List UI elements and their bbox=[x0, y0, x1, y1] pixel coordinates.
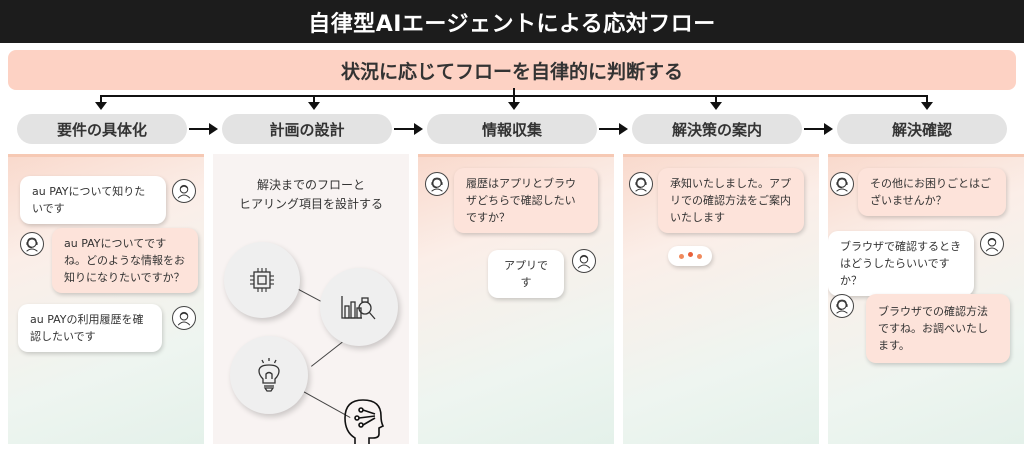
solution-chat-panel: 承知いたしました。アプリでの確認方法をご案内いたします bbox=[623, 154, 819, 444]
user-avatar-icon bbox=[172, 306, 196, 330]
chat-bubble-ai: その他にお困りごとはございませんか？ bbox=[858, 168, 1006, 216]
typing-dots-icon bbox=[668, 246, 712, 266]
autonomous-judgment-banner: 状況に応じてフローを自律的に判断する bbox=[8, 50, 1016, 90]
right-arrow-icon bbox=[189, 123, 218, 135]
chat-bubble-user: ブラウザで確認するときはどうしたらいいですか？ bbox=[828, 231, 974, 296]
ai-operator-avatar-icon bbox=[425, 172, 449, 196]
ai-operator-avatar-icon bbox=[20, 232, 44, 256]
step-resolution-check: 解決確認 bbox=[837, 114, 1007, 144]
down-arrow-icon bbox=[921, 95, 933, 110]
chat-bubble-user: au PAYの利用履歴を確認したいです bbox=[18, 304, 162, 352]
step-solution-guidance: 解決策の案内 bbox=[632, 114, 802, 144]
planning-description: 解決までのフローと ヒアリング項目を設計する bbox=[238, 178, 383, 211]
planning-panel: 解決までのフローと ヒアリング項目を設計する bbox=[213, 154, 409, 444]
information-chat-panel: 履歴はアプリとブラウザどちらで確認したいですか？ アプリです bbox=[418, 154, 614, 444]
down-arrow-icon bbox=[508, 95, 520, 110]
step-information-gathering: 情報収集 bbox=[427, 114, 597, 144]
ai-brain-head-icon bbox=[341, 392, 387, 444]
banner-text: 状況に応じてフローを自律的に判断する bbox=[340, 60, 683, 83]
chat-bubble-ai: 履歴はアプリとブラウザどちらで確認したいですか？ bbox=[454, 168, 598, 233]
user-avatar-icon bbox=[980, 232, 1004, 256]
right-arrow-icon bbox=[804, 123, 833, 135]
ai-operator-avatar-icon bbox=[830, 172, 854, 196]
chat-bubble-user: au PAYについて知りたいです bbox=[20, 176, 166, 224]
user-avatar-icon bbox=[172, 179, 196, 203]
chat-bubble-ai: ブラウザでの確認方法ですね。お調べいたします。 bbox=[866, 294, 1010, 363]
banner-connector-line bbox=[513, 88, 515, 96]
requirements-chat-panel: au PAYについて知りたいです au PAYについてですね。どのような情報をお… bbox=[8, 154, 204, 444]
down-arrow-icon bbox=[95, 95, 107, 110]
user-avatar-icon bbox=[572, 249, 596, 273]
chart-search-icon bbox=[320, 268, 398, 346]
chat-bubble-ai: au PAYについてですね。どのような情報をお知りになりたいですか？ bbox=[52, 228, 198, 293]
step-planning: 計画の設計 bbox=[222, 114, 392, 144]
right-arrow-icon bbox=[599, 123, 628, 135]
chat-bubble-user: アプリです bbox=[488, 250, 564, 298]
ai-operator-avatar-icon bbox=[629, 172, 653, 196]
page-title: 自律型AIエージェントによる応対フロー bbox=[308, 11, 716, 37]
down-arrow-icon bbox=[308, 95, 320, 110]
step-requirements: 要件の具体化 bbox=[17, 114, 187, 144]
title-bar: 自律型AIエージェントによる応対フロー bbox=[0, 0, 1024, 43]
lightbulb-icon bbox=[230, 336, 308, 414]
ai-operator-avatar-icon bbox=[830, 294, 854, 318]
confirmation-chat-panel: その他にお困りごとはございませんか？ ブラウザで確認するときはどうしたらいいです… bbox=[828, 154, 1024, 444]
down-arrow-icon bbox=[710, 95, 722, 110]
cpu-chip-icon bbox=[224, 242, 300, 318]
chat-bubble-ai: 承知いたしました。アプリでの確認方法をご案内いたします bbox=[658, 168, 804, 233]
right-arrow-icon bbox=[394, 123, 423, 135]
